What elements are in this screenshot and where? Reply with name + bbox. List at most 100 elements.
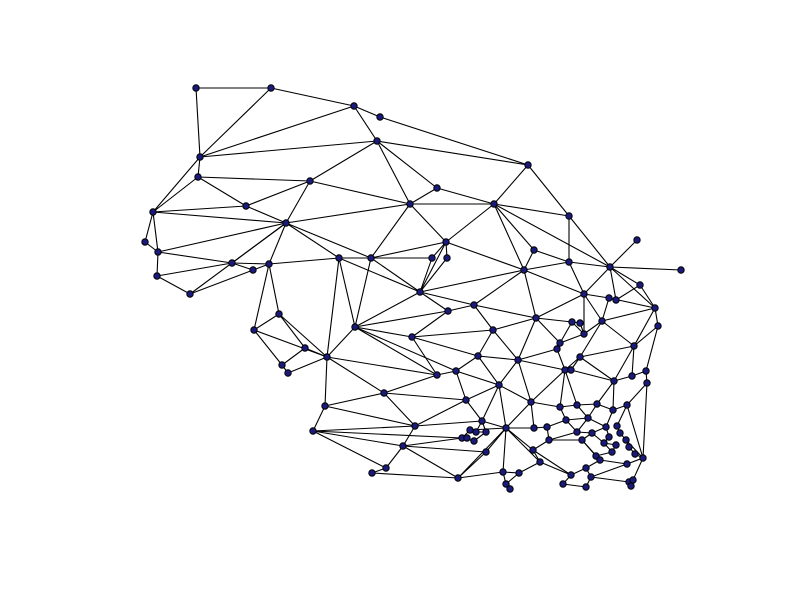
graph-edge (590, 463, 628, 478)
graph-node (382, 464, 390, 472)
graph-edge (324, 405, 416, 427)
graph-edge (477, 355, 519, 361)
graph-node (580, 330, 588, 338)
graph-node (284, 369, 292, 377)
graph-edge (414, 399, 467, 427)
graph-node (186, 290, 194, 298)
graph-edge (473, 304, 494, 331)
graph-node (482, 428, 490, 436)
graph-node (490, 200, 498, 208)
graph-edge (502, 427, 507, 473)
graph-edge (579, 345, 635, 358)
graph-edge (245, 180, 311, 207)
graph-edge (505, 427, 541, 463)
graph-edge (245, 205, 287, 224)
graph-edge (253, 313, 280, 331)
graph-edge (523, 249, 535, 271)
graph-edge (559, 369, 566, 408)
graph-edge (309, 180, 411, 205)
graph-node (600, 439, 608, 447)
graph-node (368, 469, 376, 477)
graph-node (474, 352, 482, 360)
graph-edge (402, 437, 463, 447)
graph-node (194, 173, 202, 181)
graph-edge (631, 345, 635, 377)
graph-edge (157, 222, 287, 253)
graph-node (613, 422, 621, 430)
graph-edge (568, 261, 585, 295)
graph-node (489, 326, 497, 334)
graph-edge (473, 269, 525, 306)
graph-node (472, 428, 480, 436)
graph-edge (579, 356, 615, 382)
graph-edge (505, 427, 534, 451)
graph-node (642, 367, 650, 375)
graph-edge (457, 427, 507, 479)
graph-edge (455, 355, 479, 372)
graph-node (556, 403, 564, 411)
graph-edge (370, 203, 411, 259)
graph-node (553, 345, 561, 353)
graph-edge (523, 269, 585, 295)
graph-node (443, 254, 451, 262)
graph-edge (535, 293, 585, 319)
graph-node (559, 480, 567, 488)
graph-node (584, 414, 592, 422)
graph-edge (523, 269, 537, 319)
graph-edge (532, 449, 572, 476)
graph-node (568, 318, 576, 326)
graph-edge (370, 241, 447, 259)
graph-node (335, 254, 343, 262)
graph-edge (527, 164, 570, 217)
graph-edge (639, 284, 656, 309)
graph-node (629, 476, 637, 484)
graph-edge (642, 382, 648, 459)
graph-edge (309, 140, 378, 182)
graph-node (506, 485, 514, 493)
graph-edge (195, 87, 201, 158)
graph-edge (285, 180, 311, 224)
graph-edge (156, 251, 159, 277)
graph-edge (383, 374, 438, 394)
graph-node (442, 238, 450, 246)
graph-node (612, 296, 620, 304)
graph-node (588, 429, 596, 437)
graph-node (380, 389, 388, 397)
graph-edge (535, 317, 573, 323)
graph-node (578, 436, 586, 444)
graph-node (433, 371, 441, 379)
graph-node (616, 429, 624, 437)
graph-edge (353, 105, 378, 142)
graph-edge (632, 457, 644, 481)
graph-edge (493, 164, 529, 205)
graph-nodes (141, 84, 685, 493)
graph-edge (570, 369, 615, 382)
graph-edge (523, 261, 570, 271)
graph-node (482, 448, 490, 456)
graph-edge (268, 222, 287, 265)
graph-edge (199, 87, 272, 158)
graph-edge (312, 430, 463, 439)
graph-edge (312, 425, 416, 432)
graph-node (499, 468, 507, 476)
graph-edge (383, 392, 416, 427)
graph-edge (530, 401, 535, 429)
graph-node (278, 361, 286, 369)
graph-edge (493, 203, 535, 251)
graph-edge (447, 304, 475, 312)
graph-node (520, 266, 528, 274)
graph-node (242, 202, 250, 210)
graph-node (309, 427, 317, 435)
graph-edge (354, 257, 372, 328)
graph-edge (385, 445, 404, 469)
graph-edge (409, 187, 438, 205)
graph-node (562, 416, 570, 424)
graph-edge (402, 445, 487, 453)
graph-node (153, 272, 161, 280)
graph-node (567, 471, 575, 479)
graph-node (545, 436, 553, 444)
graph-node (530, 424, 538, 432)
graph-node (623, 401, 631, 409)
graph-node (625, 443, 633, 451)
graph-node (561, 366, 569, 374)
